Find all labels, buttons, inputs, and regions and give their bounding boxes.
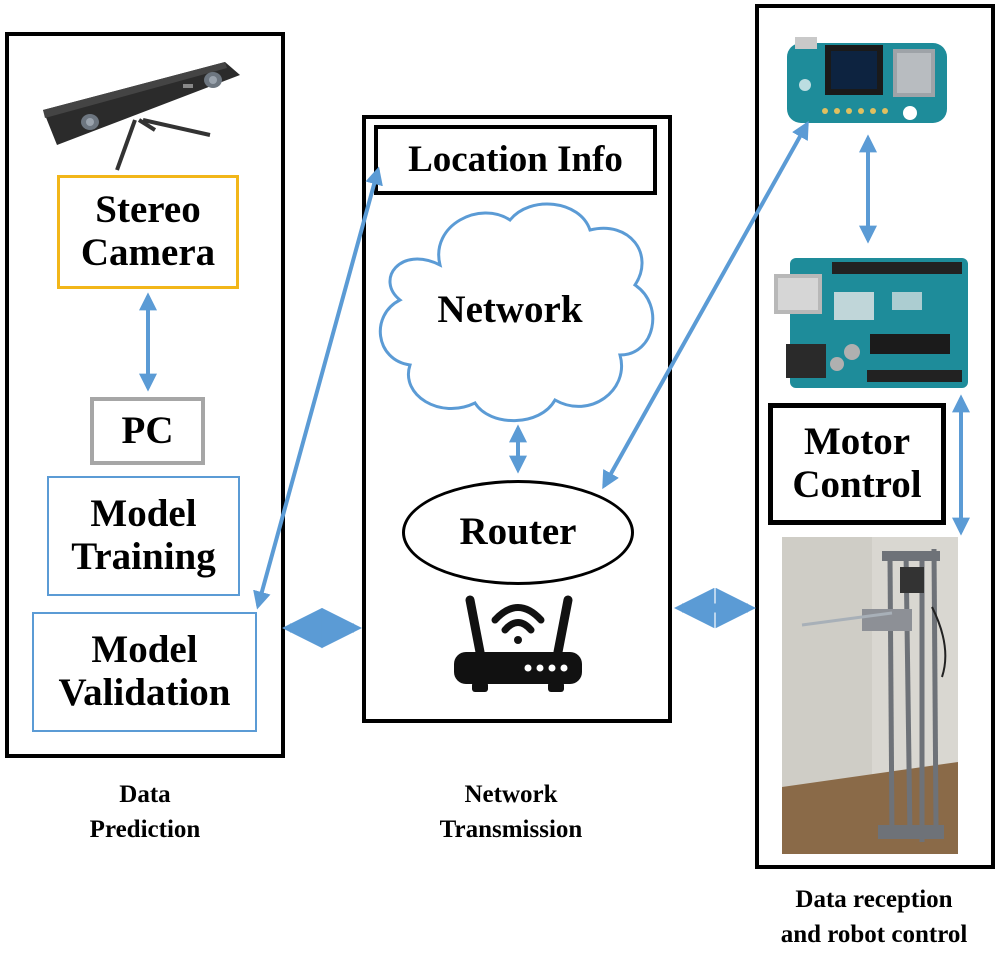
pc-box: PC bbox=[90, 397, 205, 465]
network-transmission-caption: Network Transmission bbox=[439, 781, 583, 843]
location-info-label: Location Info bbox=[408, 138, 623, 180]
data-prediction-caption: Data Prediction bbox=[89, 781, 201, 843]
arrow-router-obniz bbox=[602, 120, 809, 490]
wifi-router-icon bbox=[454, 595, 582, 692]
router-label: Router bbox=[459, 510, 577, 554]
stereo-camera-label-line2: Camera bbox=[80, 231, 216, 274]
model-validation-label-line2: Validation bbox=[58, 671, 231, 714]
motor-control-label-line1: Motor bbox=[803, 420, 911, 464]
stereo-camera-icon bbox=[43, 62, 240, 171]
stereo-camera-box: Stereo Camera bbox=[57, 175, 239, 289]
stereo-camera-label-line1: Stereo bbox=[95, 188, 201, 232]
model-training-box: Model Training bbox=[47, 476, 240, 596]
pc-label: PC bbox=[121, 408, 174, 452]
model-training-label-line2: Training bbox=[71, 535, 216, 578]
model-validation-box: Model Validation bbox=[32, 612, 257, 732]
router-ellipse: Router bbox=[402, 480, 634, 585]
robot-photo bbox=[782, 537, 958, 854]
arrow-validation-location bbox=[253, 166, 383, 610]
model-validation-label-line1: Model bbox=[91, 628, 198, 672]
data-reception-caption: Data reception and robot control bbox=[780, 886, 968, 948]
network-cloud-label: Network bbox=[437, 287, 583, 331]
obniz-board-icon bbox=[787, 37, 947, 123]
motor-control-label-line2: Control bbox=[792, 463, 922, 506]
model-training-label-line1: Model bbox=[90, 492, 197, 536]
